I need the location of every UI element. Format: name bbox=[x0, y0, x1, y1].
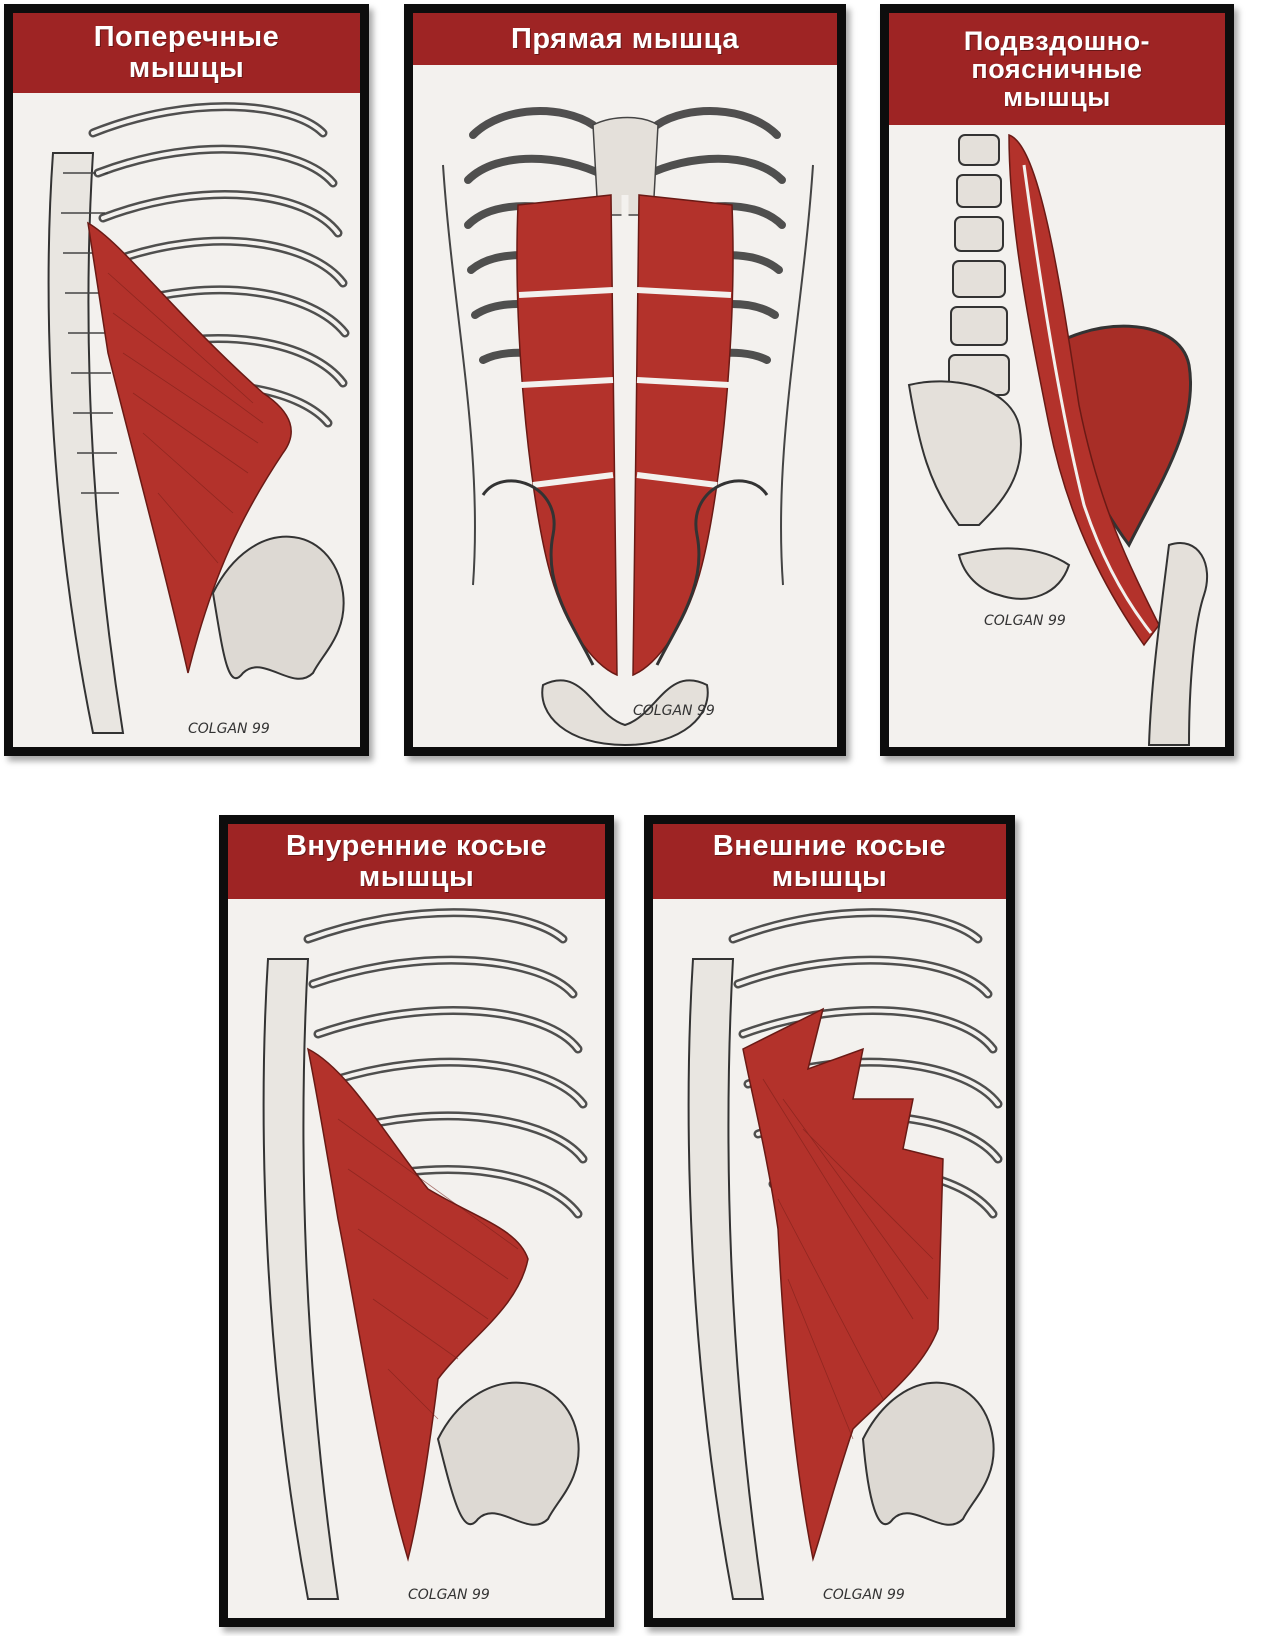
internal-oblique-muscle-illustration: COLGAN 99 bbox=[228, 899, 605, 1618]
card-title: Внешние косые мышцы bbox=[653, 824, 1006, 899]
rectus-muscle-illustration: COLGAN 99 bbox=[413, 65, 837, 747]
card-title: Внуренние косые мышцы bbox=[228, 824, 605, 899]
card-rectus-muscle: Прямая мышца bbox=[404, 4, 846, 756]
artist-signature: COLGAN 99 bbox=[633, 703, 715, 719]
card-external-oblique-muscles: Внешние косые мышцы bbox=[644, 815, 1015, 1627]
rectus-muscle-left bbox=[516, 194, 618, 677]
spine-outline bbox=[262, 958, 340, 1600]
card-panel: Внешние косые мышцы bbox=[653, 824, 1006, 1618]
rectus-muscle-right bbox=[632, 194, 734, 677]
artist-signature: COLGAN 99 bbox=[188, 721, 270, 737]
card-panel: Поперечные мышцы bbox=[13, 13, 360, 747]
card-title: Поперечные мышцы bbox=[13, 13, 360, 93]
artist-signature: COLGAN 99 bbox=[823, 1587, 905, 1603]
pelvis bbox=[436, 1381, 580, 1526]
spine-outline bbox=[687, 958, 765, 1600]
card-iliopsoas-muscles: Подвздошно- поясничные мышцы bbox=[880, 4, 1234, 756]
artist-signature: COLGAN 99 bbox=[408, 1587, 490, 1603]
card-panel: Внуренние косые мышцы bbox=[228, 824, 605, 1618]
spine-vertebrae bbox=[948, 134, 1010, 396]
spine-outline bbox=[47, 152, 125, 734]
card-title: Прямая мышца bbox=[413, 13, 837, 65]
card-title: Подвздошно- поясничные мышцы bbox=[889, 13, 1225, 125]
femur bbox=[1147, 542, 1209, 746]
card-transverse-muscles: Поперечные мышцы bbox=[4, 4, 369, 756]
internal-oblique-muscle bbox=[306, 1047, 529, 1562]
card-panel: Прямая мышца bbox=[413, 13, 837, 747]
external-oblique-muscle bbox=[742, 1007, 944, 1562]
artist-signature: COLGAN 99 bbox=[984, 613, 1066, 629]
iliopsoas-muscle-illustration: COLGAN 99 bbox=[889, 125, 1225, 747]
psoas-muscle bbox=[1008, 133, 1160, 647]
transverse-muscle bbox=[87, 221, 292, 674]
tendinous-intersections bbox=[518, 287, 732, 488]
external-oblique-muscle-illustration: COLGAN 99 bbox=[653, 899, 1006, 1618]
transverse-muscle-illustration: COLGAN 99 bbox=[13, 93, 360, 747]
card-internal-oblique-muscles: Внуренние косые мышцы bbox=[219, 815, 614, 1627]
card-panel: Подвздошно- поясничные мышцы bbox=[889, 13, 1225, 747]
pelvis bbox=[211, 535, 345, 680]
sacrum bbox=[907, 380, 1022, 526]
pelvis bbox=[481, 479, 769, 666]
pelvis bbox=[861, 1381, 995, 1526]
